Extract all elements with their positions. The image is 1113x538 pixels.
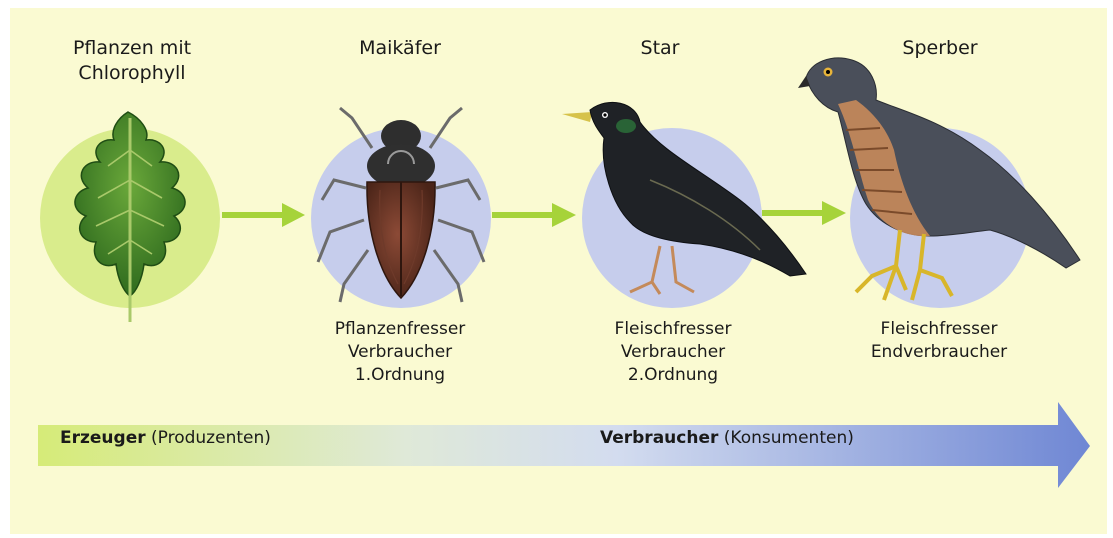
consumer-band-label: Verbraucher (Konsumenten): [600, 428, 854, 448]
chain-arrow-3: [762, 201, 846, 225]
sparrowhawk-title: Sperber: [880, 36, 1000, 61]
starling-title: Star: [610, 36, 710, 61]
producer-title: Pflanzen mit Chlorophyll: [50, 36, 214, 86]
cockchafer-title: Maikäfer: [330, 36, 470, 61]
chain-arrow-2: [492, 203, 576, 227]
chain-arrow-1: [222, 203, 305, 227]
producer-band-label: Erzeuger (Produzenten): [60, 428, 271, 448]
starling-role: Fleischfresser Verbraucher 2.Ordnung: [578, 318, 768, 387]
sparrowhawk-role: Fleischfresser Endverbraucher: [844, 318, 1034, 364]
cockchafer-role: Pflanzenfresser Verbraucher 1.Ordnung: [300, 318, 500, 387]
